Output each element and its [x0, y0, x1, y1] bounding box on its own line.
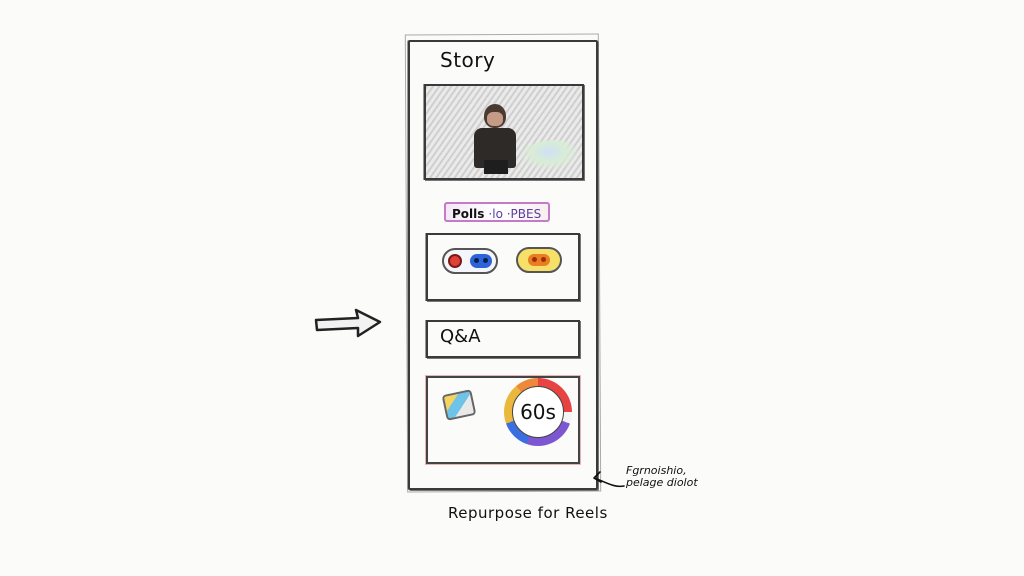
- countdown-value: 60s: [512, 386, 564, 438]
- curved-arrow-icon: [593, 471, 625, 488]
- arrow-right-icon: [314, 308, 382, 338]
- poll-box: [426, 233, 580, 301]
- story-title: Story: [440, 48, 496, 72]
- red-dot-icon: [448, 254, 462, 268]
- poll-option-a[interactable]: [442, 248, 498, 274]
- poll-option-b[interactable]: [516, 247, 562, 273]
- media-background-splash: [520, 140, 578, 170]
- qa-label: Q&A: [440, 326, 481, 347]
- poll-label-extra: ·lo ·PBES: [488, 207, 542, 221]
- poll-label-text: Polls: [452, 207, 485, 221]
- poll-sticker-label: Polls·lo ·PBES: [444, 202, 550, 222]
- person-legs: [484, 160, 508, 174]
- caption: Repurpose for Reels: [448, 504, 608, 522]
- phone-frame: [408, 40, 598, 490]
- person-face: [487, 112, 503, 126]
- annotation-note: Fgrnoishio, pelage diolot: [626, 465, 698, 489]
- orange-eyes-icon: [528, 254, 550, 266]
- note-line-2: pelage diolot: [626, 476, 698, 489]
- note-line-1: Fgrnoishio,: [626, 464, 687, 477]
- blue-eyes-icon: [470, 254, 492, 268]
- timer-box: [426, 376, 580, 464]
- qa-box[interactable]: [426, 320, 580, 358]
